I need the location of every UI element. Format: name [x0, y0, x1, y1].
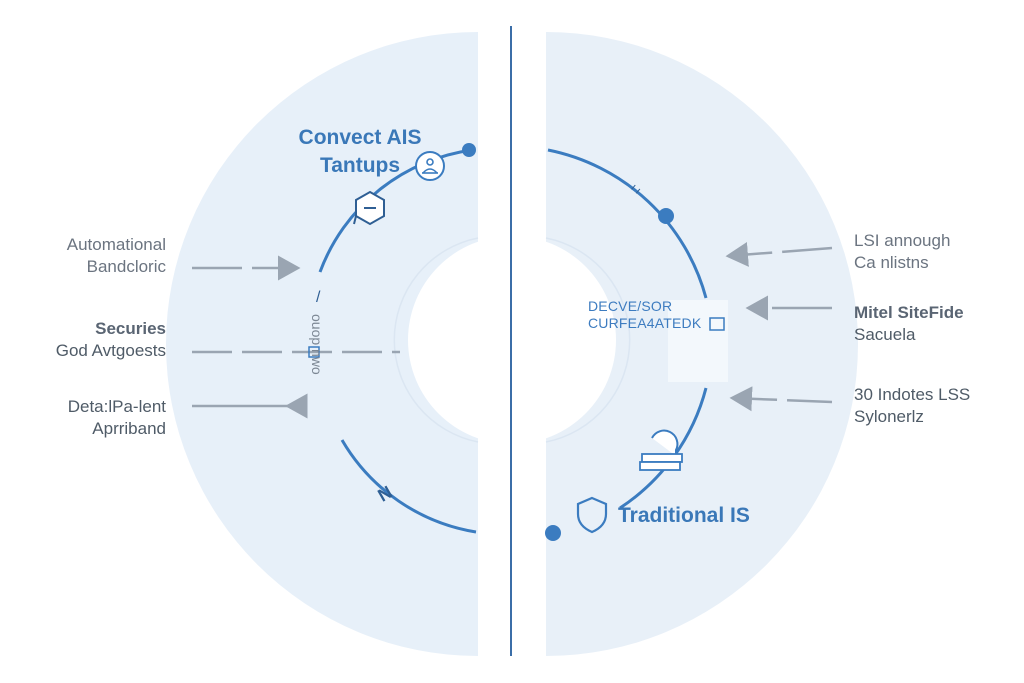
right-label-2-line1: Mitel SiteFide — [854, 303, 964, 322]
left-arc — [318, 148, 473, 273]
left-title-line1: Convect AIS — [298, 126, 422, 149]
people-icon — [415, 151, 445, 181]
right-arc-node-top — [658, 208, 674, 224]
center-text-box — [668, 300, 728, 382]
right-label-2: Mitel SiteFide Sacuela — [854, 302, 964, 346]
left-title-line2: Tantups — [319, 154, 401, 177]
left-label-3: Deta:lPa-lent Aprriband — [68, 396, 166, 440]
left-label-2-line1: Securies — [95, 319, 166, 338]
left-arc-mark: / — [316, 289, 321, 306]
left-half-panel — [166, 32, 478, 656]
left-arc-lower — [340, 439, 477, 534]
right-arrow-3 — [729, 386, 833, 412]
small-square-icon — [308, 346, 320, 358]
right-label-2-line2: Sacuela — [854, 325, 916, 344]
document-stack-icon — [639, 429, 683, 471]
left-label-3-line1: Deta:lPa-lent — [67, 397, 166, 416]
left-label-2-line2: God Avtgoests — [55, 341, 166, 360]
right-arrow-1 — [725, 242, 833, 267]
right-arc — [547, 148, 708, 299]
shield-icon — [576, 496, 608, 534]
right-label-1-line1: LSI annough — [854, 231, 951, 250]
center-box-line1: DECVE/SOR — [588, 298, 673, 314]
right-label-3-line2: Sylonerlz — [854, 407, 924, 426]
left-label-1: Automational Bandcloric — [67, 234, 166, 278]
right-title: Traditional IS — [618, 504, 750, 527]
right-arc-node-bottom — [545, 525, 561, 541]
left-arc-text: ouop nwo — [309, 314, 325, 375]
left-arc-node — [462, 143, 476, 157]
left-label-1-line2: Bandcloric — [86, 257, 166, 276]
center-box-text: DECVE/SOR CURFEA4ATEDK — [588, 298, 701, 332]
right-label-1-line2: Ca nlistns — [854, 253, 929, 272]
hexagon-chat-icon — [353, 190, 385, 226]
left-title: Convect AIS Tantups — [276, 124, 444, 180]
center-box-line2: CURFEA4ATEDK — [588, 315, 702, 331]
left-label-1-line1: Automational — [66, 235, 166, 254]
small-square-icon — [709, 317, 725, 331]
right-label-1: LSI annough Ca nlistns — [854, 230, 950, 274]
left-label-3-line2: Aprriband — [92, 419, 166, 438]
right-label-3-line1: 30 Indotes LSS — [854, 385, 971, 404]
left-label-2: Securies God Avtgoests — [56, 318, 166, 362]
right-label-3: 30 Indotes LSS Sylonerlz — [854, 384, 970, 428]
